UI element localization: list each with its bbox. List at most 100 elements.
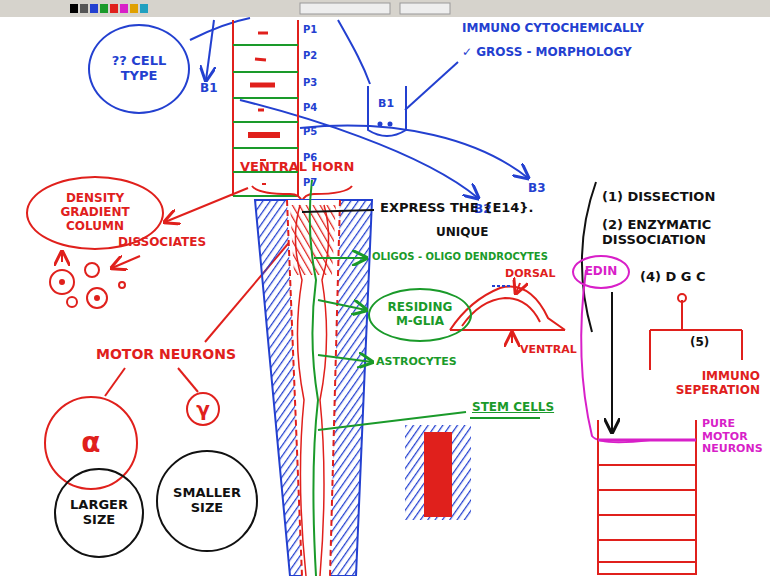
cord-segment-part	[405, 425, 471, 520]
protocol-bracket-part	[678, 294, 686, 302]
protocol-bracket-part	[582, 182, 596, 332]
node-text: γ	[190, 398, 215, 421]
protocol-bracket-part	[650, 300, 742, 370]
cord-section-part	[511, 333, 513, 343]
fraction-column-part	[250, 83, 275, 88]
blue-leader-lines-part	[338, 20, 370, 84]
beaker-part	[598, 439, 696, 442]
board-label: DISSOCIATES	[118, 236, 206, 250]
fraction-column-part	[233, 44, 298, 46]
cell-leader-lines-part	[470, 417, 540, 419]
board-label: UNIQUE	[436, 226, 488, 240]
toolbar-part	[130, 4, 138, 13]
node-text-block: ?? CELL TYPE	[101, 54, 176, 84]
blue-leader-lines-part	[206, 20, 214, 80]
red-annotations-part	[85, 263, 99, 277]
beaker-part	[598, 539, 696, 541]
cord-section-part	[516, 283, 520, 293]
fraction-column-part	[232, 20, 234, 196]
board-label: P3	[303, 77, 317, 89]
gamma-circle: γ	[186, 392, 220, 426]
red-annotations-part	[165, 188, 248, 222]
fraction-column-part	[233, 195, 298, 197]
blue-leader-lines-part	[190, 18, 250, 40]
blue-leader-lines	[190, 18, 528, 198]
toolbar-part	[140, 4, 148, 13]
red-annotations-part	[112, 256, 140, 268]
fraction-column-part	[248, 132, 280, 138]
node-text-block: SMALLER SIZE	[169, 486, 244, 516]
node-text-block: DENSITY GRADIENT COLUMN	[44, 192, 146, 233]
cell-leader-lines-part	[302, 210, 374, 212]
red-annotations-part	[67, 297, 77, 307]
blue-leader-lines-part	[379, 123, 382, 126]
node-text-block: RESIDING M-GLIA	[382, 301, 459, 329]
cell-leader-lines	[302, 210, 540, 430]
red-annotations-part	[87, 288, 107, 308]
size-circle: LARGER SIZE	[54, 468, 144, 558]
blue-leader-lines-part	[368, 86, 406, 136]
board-label: P1	[303, 24, 317, 36]
blue-leader-lines-part	[405, 62, 458, 110]
red-annotations-part	[105, 368, 125, 396]
cell-leader-lines-part	[314, 257, 366, 259]
cord-section	[450, 283, 565, 343]
board-label: P7	[303, 177, 317, 189]
beaker	[598, 420, 696, 574]
fraction-column-part	[233, 71, 298, 73]
fraction-column-part	[233, 147, 298, 149]
toolbar-part	[80, 4, 88, 13]
node-text-block: α	[56, 427, 126, 459]
spinal-cord-part	[320, 205, 329, 576]
toolbar-part	[90, 4, 98, 13]
fraction-column-part	[258, 109, 264, 112]
fraction-column-part	[258, 32, 268, 35]
node-text-block: EDIN	[580, 265, 623, 279]
node-text: SMALLER SIZE	[169, 486, 244, 516]
beaker-part	[598, 561, 696, 563]
toolbar-part	[70, 4, 78, 13]
board-label: (1) DISSECTION	[602, 190, 715, 205]
fraction-column-part	[233, 97, 298, 99]
board-label: ✓ GROSS - MORPHOLOGY	[462, 46, 632, 60]
size-circle: SMALLER SIZE	[156, 450, 258, 552]
cell-leader-lines-part	[318, 300, 366, 310]
board-label: PURE MOTOR NEURONS	[702, 418, 764, 456]
spinal-cord	[255, 180, 372, 576]
board-label: B1	[200, 82, 218, 96]
toolbar-part	[0, 0, 770, 17]
board-label: (4) D G C	[640, 270, 706, 285]
toolbar-part	[100, 4, 108, 13]
red-annotations-part	[61, 252, 63, 262]
board-label: MOTOR NEURONS	[96, 346, 236, 362]
red-annotations-part	[119, 282, 125, 288]
protocol-bracket-part	[581, 270, 650, 442]
fraction-column-part	[262, 183, 266, 185]
board-label: OLIGOS - OLIGO DENDROCYTES	[372, 251, 548, 263]
red-annotations-part	[178, 368, 198, 392]
cell-leader-lines-part	[318, 355, 372, 362]
fraction-column-part	[233, 121, 298, 123]
beaker-part	[598, 420, 696, 574]
node-text: RESIDING M-GLIA	[382, 301, 459, 329]
cord-section-part	[450, 329, 565, 331]
board-label: (2) ENZYMATIC DISSOCIATION	[602, 218, 752, 248]
toolbar-part	[120, 4, 128, 13]
spinal-cord-part	[295, 205, 306, 576]
edin-loop: EDIN	[572, 255, 630, 289]
protocol-bracket-part	[611, 292, 613, 432]
node-text-block: γ	[190, 398, 215, 421]
node-text: ?? CELL TYPE	[101, 54, 176, 84]
beaker-part	[598, 464, 696, 466]
board-label: P4	[303, 102, 317, 114]
toolbar	[0, 0, 770, 17]
board-label: EXPRESS THE {E14}.	[380, 201, 534, 216]
cord-section-part	[450, 287, 565, 330]
board-label: IMMUNO CYTOCHEMICALLY	[462, 22, 644, 36]
board-label: IMMUNO SEPERATION	[652, 370, 760, 398]
board-label: (5)	[690, 336, 709, 350]
cord-segment-part	[424, 432, 452, 517]
cord-section-part	[462, 298, 540, 326]
microglia-oval: RESIDING M-GLIA	[368, 288, 472, 342]
cell-type-circle: ?? CELL TYPE	[88, 24, 190, 114]
